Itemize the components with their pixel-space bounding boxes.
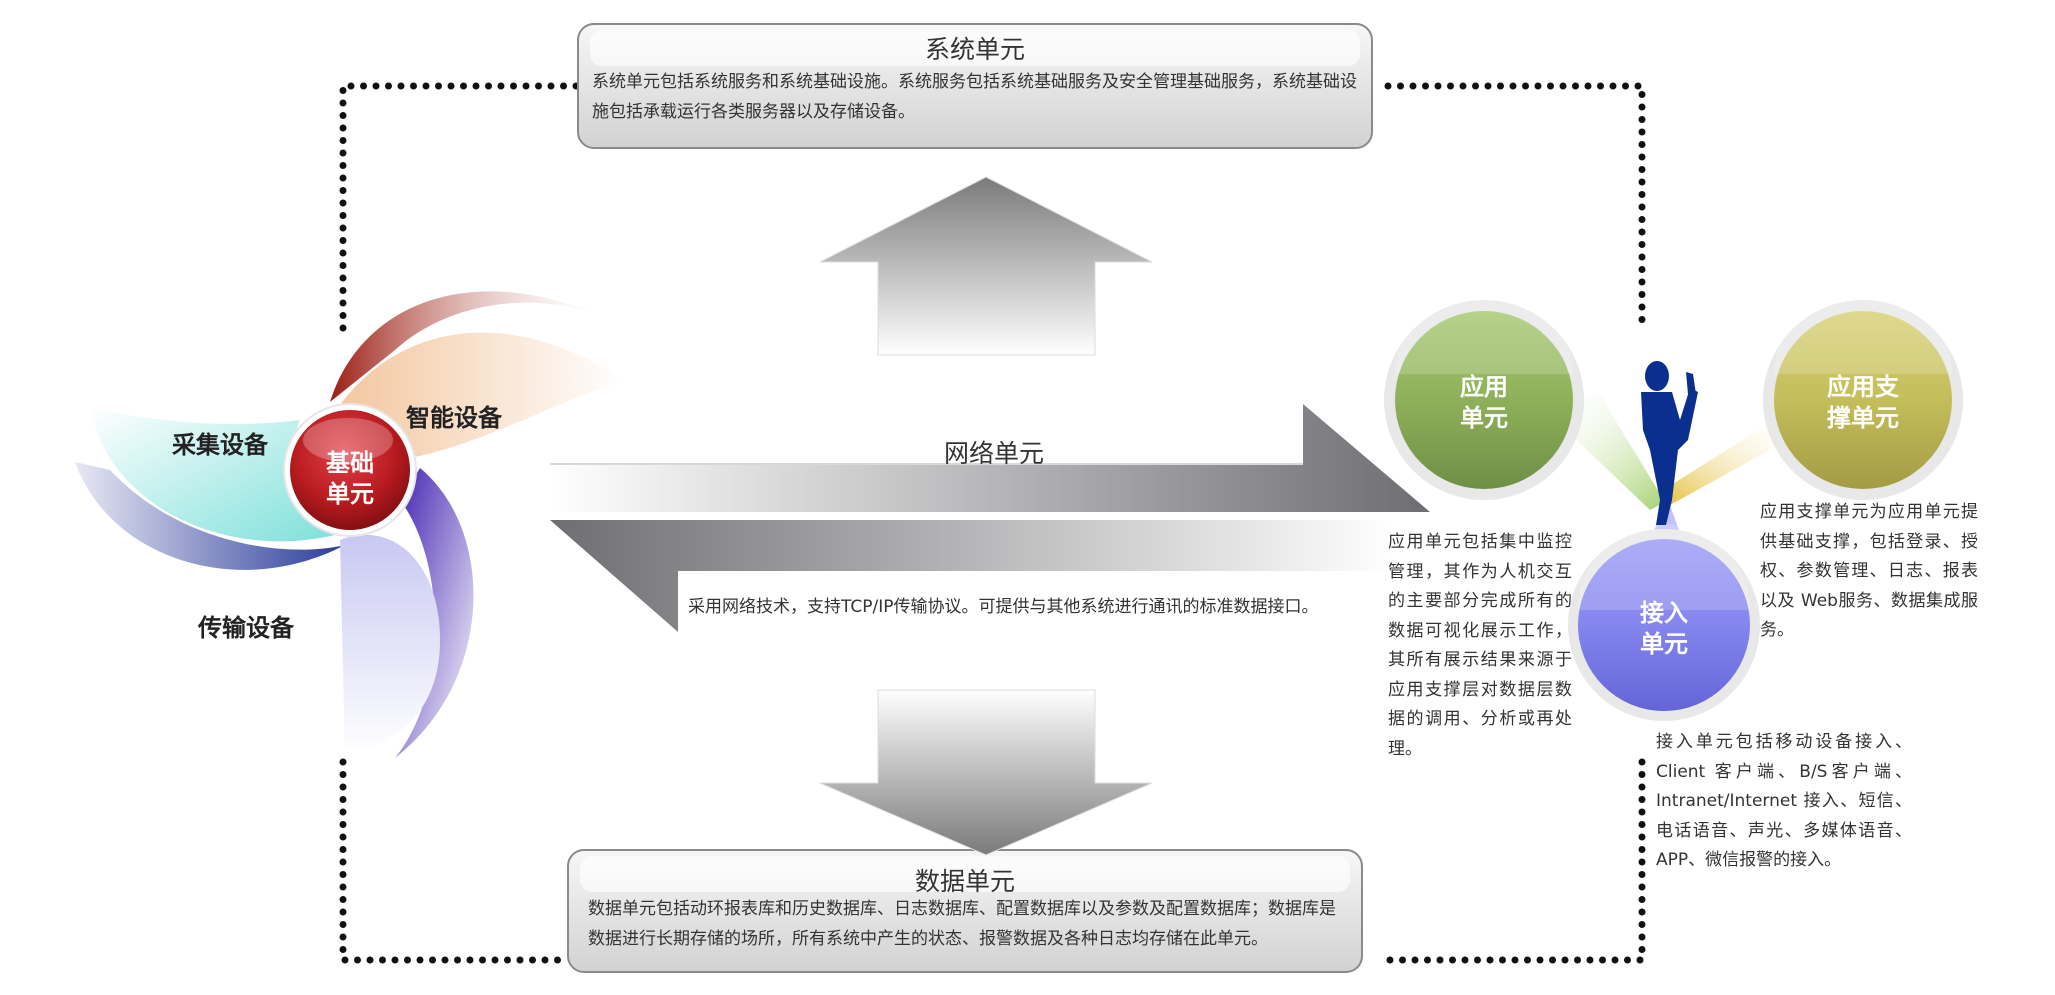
- data-unit-title: 数据单元: [914, 867, 1015, 896]
- support-unit-desc: 应用支撑单元为应用单元提供基础支撑，包括登录、授权、参数管理、日志、报表以及 W…: [1760, 502, 1978, 640]
- dotted-frame: [339, 82, 1646, 964]
- access-unit-desc: 接入单元包括移动设备接入、Client 客户端、B/S客户端、Intranet/…: [1656, 732, 1912, 870]
- system-unit-title: 系统单元: [924, 35, 1025, 64]
- system-unit-desc: 系统单元包括系统服务和系统基础设施。系统服务包括系统基础服务及安全管理基础服务，…: [592, 72, 1357, 122]
- basic-unit-petals: [75, 291, 625, 758]
- person-silhouette: [1641, 361, 1698, 525]
- app-unit-desc: 应用单元包括集中监控管理，其作为人机交互的主要部分完成所有的数据可视化展示工作，…: [1388, 532, 1572, 759]
- app-unit-label: 应用 单元: [1460, 373, 1508, 432]
- down-arrow: [819, 689, 1153, 856]
- access-unit-label: 接入 单元: [1640, 599, 1688, 658]
- support-unit-label: 应用支 撑单元: [1827, 373, 1899, 432]
- data-unit-desc: 数据单元包括动环报表库和历史数据库、日志数据库、配置数据库以及参数及配置数据库；…: [588, 899, 1336, 949]
- left-arrow: [550, 520, 1395, 632]
- petal-label-smart: 智能设备: [406, 404, 502, 432]
- up-arrow: [819, 176, 1153, 356]
- basic-unit-label: 基础 单元: [326, 449, 374, 508]
- petal-label-transmit: 传输设备: [198, 614, 294, 642]
- network-unit-title: 网络单元: [944, 439, 1045, 468]
- petal-label-collect: 采集设备: [172, 431, 268, 459]
- network-unit-desc: 采用网络技术，支持TCP/IP传输协议。可提供与其他系统进行通讯的标准数据接口。: [688, 597, 1319, 617]
- right-arrow: [550, 404, 1430, 512]
